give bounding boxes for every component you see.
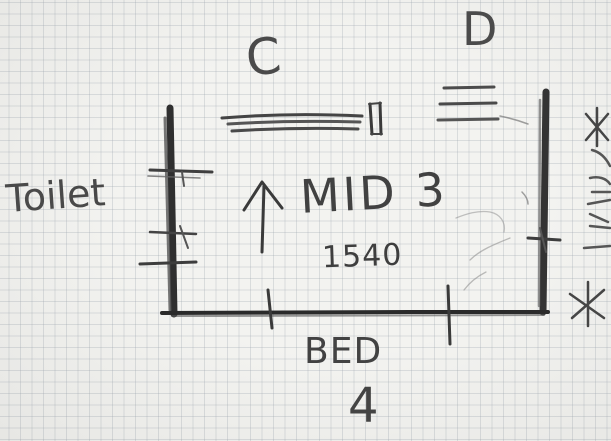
faint-dimension-scribble [455,210,506,233]
bottom-wall-tick [266,288,274,330]
door-frame-mark [368,102,383,135]
right-window-stroke [442,85,496,90]
right-wall-tick [526,236,562,242]
margin-partial-stroke [582,244,611,250]
top-window-stroke [220,113,364,120]
bottom-wall-line [160,310,550,315]
left-wall-line [166,104,178,318]
left-wall-tick [148,168,214,174]
right-wall-tick [539,227,547,253]
right-wall-line-overstroke [537,98,542,308]
margin-partial-stroke [590,148,611,168]
left-wall-tick [148,230,198,236]
door-label-c: C [243,26,285,88]
margin-asterisk-icon [568,280,606,328]
faint-dimension-scribble [463,271,487,291]
bed-label: BED [304,331,383,372]
door-label-d: D [462,2,499,56]
left-wall-tick [147,175,201,179]
up-arrow-icon [242,180,284,212]
right-wall-line [539,88,550,316]
right-window-stroke [438,101,498,106]
faint-dimension-scribble [469,237,511,261]
room-dimension-label: 1540 [321,237,403,276]
left-wall-tick [181,171,185,187]
up-arrow-icon [260,184,266,254]
bottom-wall-line-overstroke [171,314,545,317]
door-frame-mark [378,101,383,136]
room-label: MID 3 [298,162,449,224]
left-wall-tick [138,260,198,266]
toilet-label: Toilet [4,170,107,221]
margin-asterisk-icon [584,106,610,148]
margin-partial-stroke [586,198,611,230]
top-window-stroke [230,126,360,133]
margin-partial-stroke [588,176,611,194]
right-window-stroke [499,115,529,125]
top-window-stroke [226,119,362,126]
left-wall-tick [179,225,189,249]
faint-scratch-mark [521,191,529,205]
door-frame-mark [368,102,374,136]
left-wall-line-overstroke [163,116,172,312]
right-window-stroke [436,117,500,122]
bed-number-label: 4 [348,378,380,434]
bottom-wall-tick [446,284,452,346]
